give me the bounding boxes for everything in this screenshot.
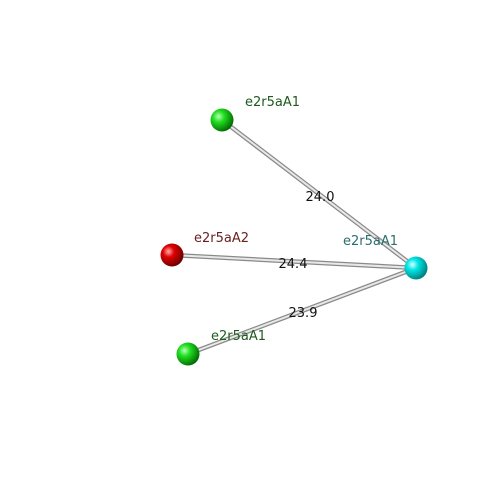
node-label-n1: e2r5aA1 — [245, 95, 300, 110]
node-n4[interactable] — [404, 256, 428, 280]
edge-n2-n4 — [169, 252, 419, 271]
node-label-n4: e2r5aA1 — [343, 234, 398, 249]
node-label-n2: e2r5aA2 — [194, 231, 249, 246]
edge-label-n2-n4: 24.4 — [279, 257, 308, 272]
node-label-n3: e2r5aA1 — [211, 329, 266, 344]
edge-n1-n4 — [219, 117, 419, 271]
edge-label-n1-n4: 24.0 — [306, 190, 335, 205]
node-n3[interactable] — [176, 342, 200, 366]
edge-n3-n4 — [185, 265, 419, 357]
node-n1[interactable] — [210, 108, 234, 132]
node-n2[interactable] — [160, 243, 184, 267]
edge-label-n3-n4: 23.9 — [289, 306, 318, 321]
